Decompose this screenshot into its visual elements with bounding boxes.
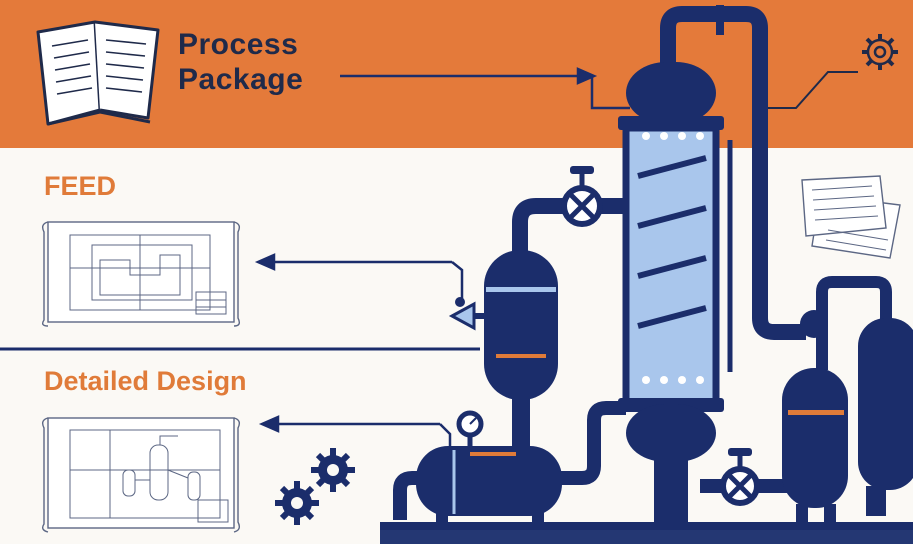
base-supports — [436, 504, 836, 526]
base-foot — [380, 530, 913, 544]
feed-label: FEED — [44, 171, 117, 201]
feed-arrow — [254, 253, 464, 302]
reboiler-vessel-2 — [858, 318, 913, 490]
column-skirt — [654, 456, 688, 526]
feed-vessel-level — [496, 354, 546, 358]
pump-drum-level — [470, 452, 516, 456]
process-equipment — [380, 5, 913, 544]
gear-icon — [862, 34, 898, 70]
reboiler-leg — [866, 486, 886, 516]
pipe-joint — [800, 310, 828, 338]
reboiler-pipe — [816, 276, 892, 370]
feed-vessel-leg — [512, 398, 530, 458]
reboiler-vessel — [782, 368, 848, 508]
detailed-design-label: Detailed Design — [44, 366, 247, 396]
title-line-1: Process — [178, 28, 299, 61]
column-body — [622, 124, 720, 408]
column-top-cap — [626, 62, 716, 124]
pump-to-column-pipe — [560, 401, 626, 485]
overhead-pipe — [660, 6, 806, 340]
pressure-gauge-icon — [456, 410, 484, 446]
valve-icon — [448, 297, 486, 331]
valve-icon — [720, 448, 760, 506]
column-bottom-cap — [626, 404, 716, 462]
detail-arrow — [258, 415, 452, 462]
title-line-2: Package — [178, 63, 304, 96]
gear-connector-line — [766, 71, 858, 109]
gear-icon — [275, 481, 319, 525]
title-arrow — [340, 67, 630, 110]
gear-icon — [311, 448, 355, 492]
blueprint-sheet-icon — [41, 221, 241, 327]
feed-pipe — [512, 198, 626, 252]
document-sheet-icon — [801, 175, 901, 259]
column-trays — [637, 155, 707, 329]
pump-drum — [416, 446, 562, 516]
book-icon — [36, 20, 160, 126]
feed-vessel-band — [486, 287, 556, 292]
column-rivets — [642, 132, 704, 384]
valve-icon — [561, 166, 603, 227]
pump-pipe — [393, 471, 426, 520]
reboiler-level — [788, 410, 844, 415]
blueprint-sheet-icon — [41, 417, 241, 533]
feed-vessel — [484, 250, 558, 400]
pipe-flange — [716, 5, 724, 35]
